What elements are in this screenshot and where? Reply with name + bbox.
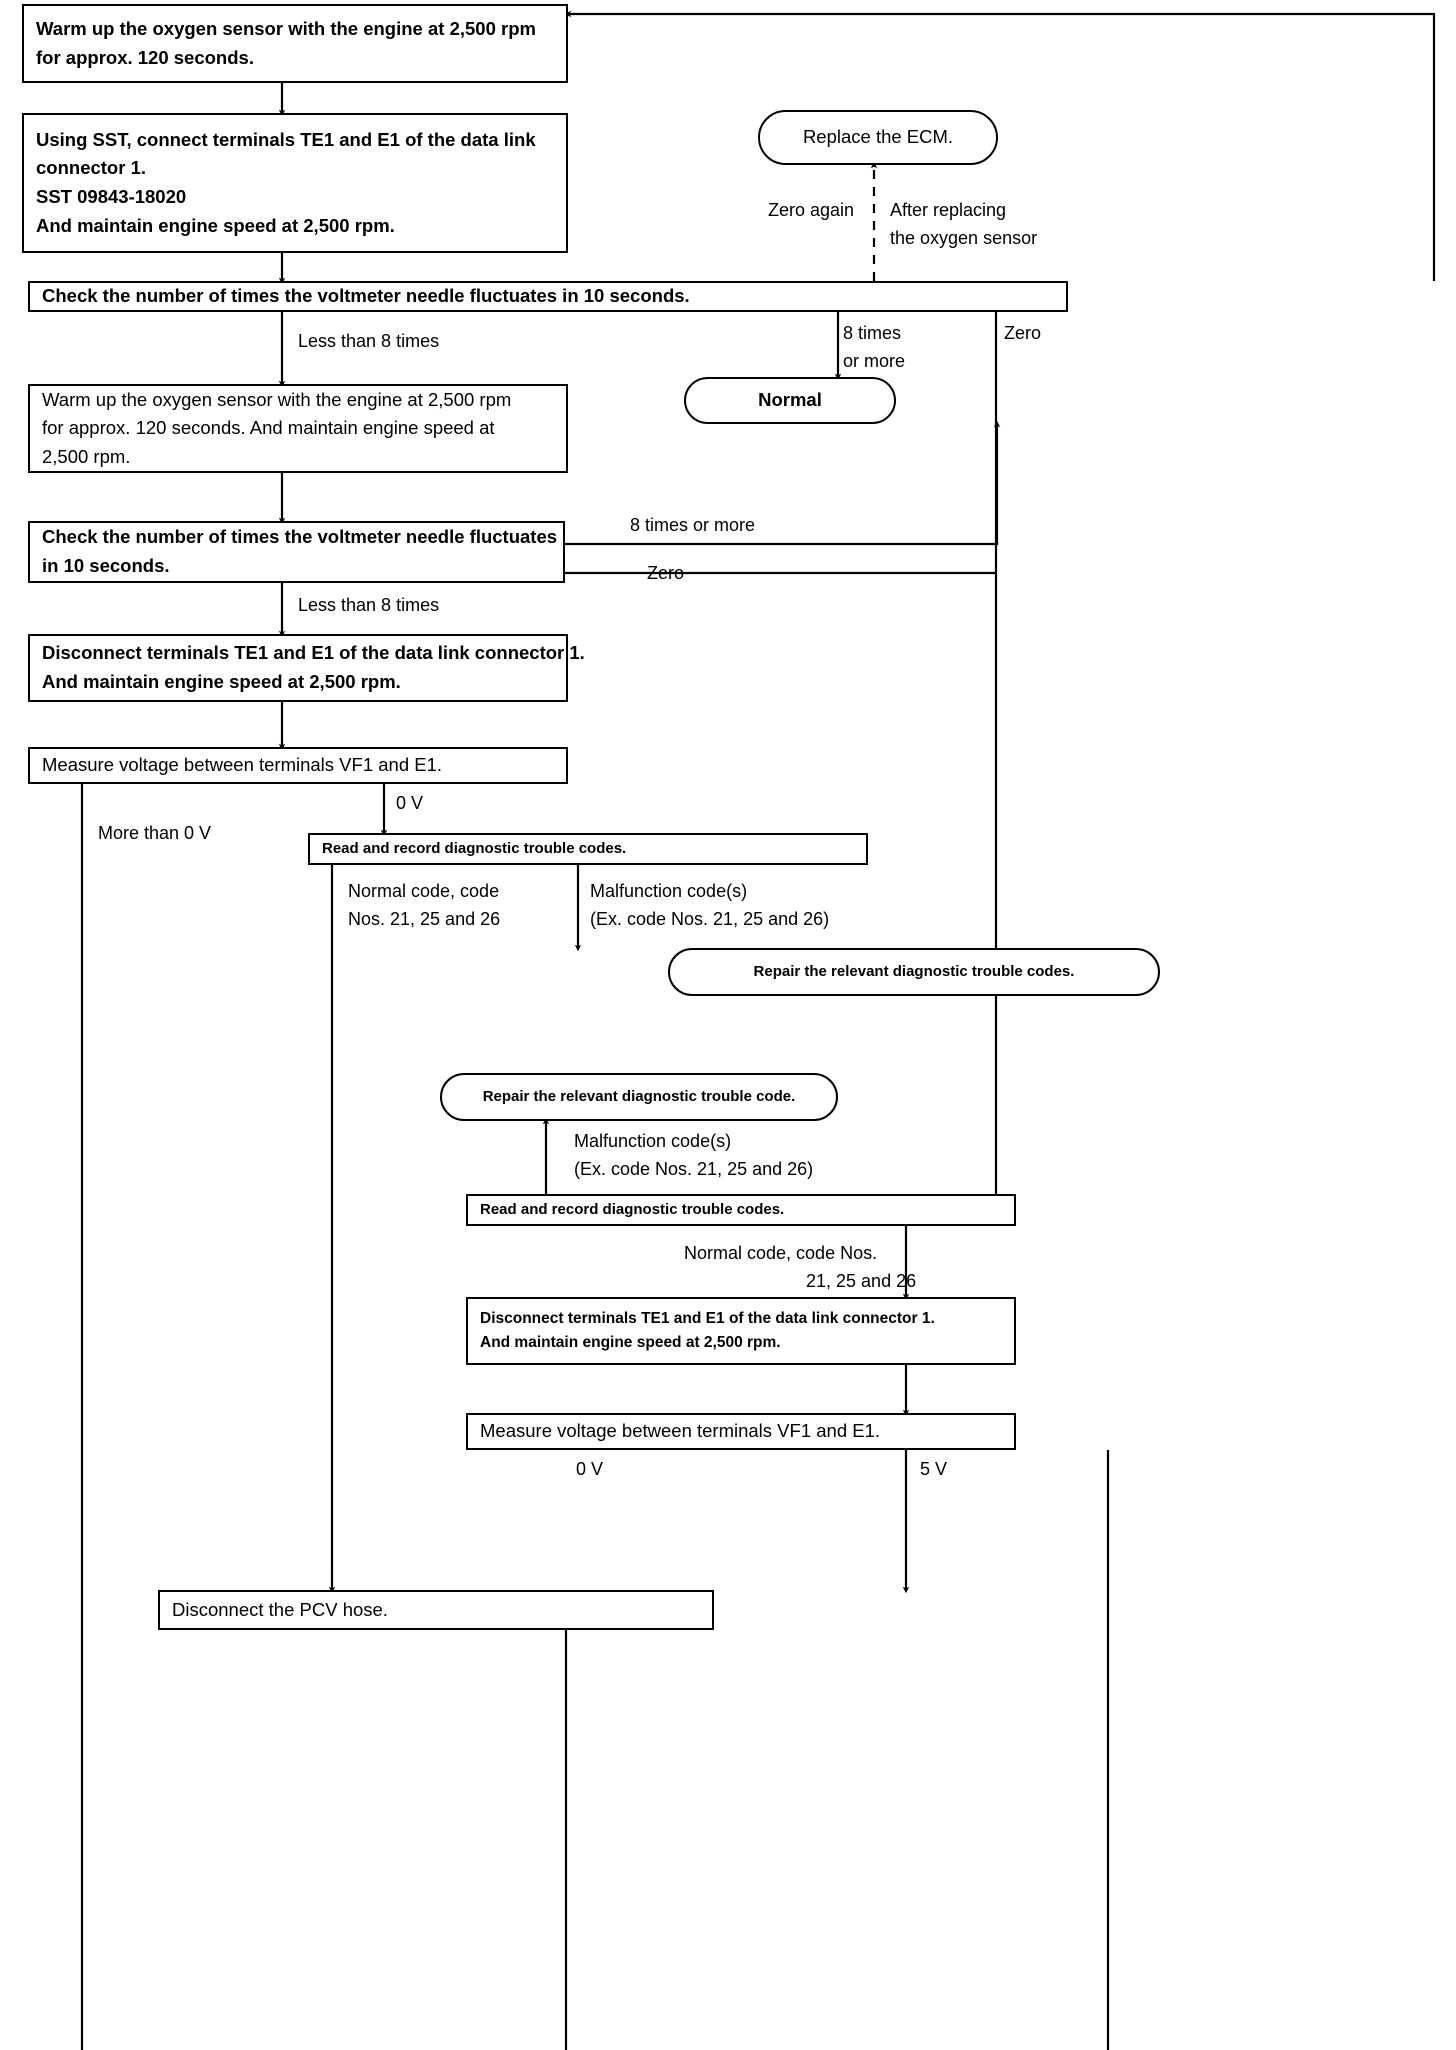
node-line: connector 1. (36, 157, 146, 179)
node-line: Normal (758, 389, 822, 411)
node-line: Disconnect terminals TE1 and E1 of the d… (42, 642, 585, 664)
edge-label-8-times-line1: 8 times (843, 323, 902, 343)
edge-label-0v-b: 0 V (576, 1459, 604, 1479)
node-line: Warm up the oxygen sensor with the engin… (42, 388, 512, 410)
edge-label-zero-again: Zero again (768, 200, 855, 220)
node-line: Measure voltage between terminals VF1 an… (480, 1420, 881, 1442)
node-line: 2,500 rpm. (42, 445, 131, 467)
node-line: Measure voltage between terminals VF1 an… (42, 754, 443, 776)
edge-label-normal-code-line2: Nos. 21, 25 and 26 (348, 909, 501, 929)
node-line: Check the number of times the voltmeter … (42, 285, 690, 307)
node-replace-ecm[interactable]: Replace the ECM. (758, 110, 998, 165)
node-disconnect-pcv-hose[interactable]: Disconnect the PCV hose. (158, 1590, 714, 1630)
node-line: Replace the ECM. (802, 126, 954, 148)
node-line: in 10 seconds. (42, 555, 170, 576)
edge-label-zero-a: Zero (1004, 323, 1042, 343)
edge-label-zero-b: Zero (647, 563, 685, 583)
node-line: Disconnect the PCV hose. (172, 1598, 388, 1620)
node-disconnect-te1-e1-1[interactable]: Disconnect terminals TE1 and E1 of the d… (28, 634, 585, 702)
edge-label-less-than-8-times-b: Less than 8 times (298, 595, 440, 615)
node-check-fluctuations-1[interactable]: Check the number of times the voltmeter … (28, 281, 1068, 312)
node-connect-te1-e1[interactable]: Using SST, connect terminals TE1 and E1 … (22, 113, 568, 253)
node-repair-relevant-codes[interactable]: Repair the relevant diagnostic trouble c… (668, 948, 1160, 996)
edge-label-8-times-or-more-b: 8 times or more (630, 515, 756, 535)
edge-label-malfunction-line2: (Ex. code Nos. 21, 25 and 26) (590, 909, 830, 929)
edge-label-normal-code-b-line1: Normal code, code Nos. (684, 1243, 878, 1263)
edge-label-0v-a: 0 V (396, 793, 424, 813)
node-line: Repair the relevant diagnostic trouble c… (482, 1088, 796, 1106)
edge-label-less-than-8-times-a: Less than 8 times (298, 331, 440, 351)
edge-label-5v: 5 V (920, 1459, 948, 1479)
node-line: for approx. 120 seconds. (36, 46, 254, 68)
node-repair-relevant-code[interactable]: Repair the relevant diagnostic trouble c… (440, 1073, 838, 1121)
node-normal[interactable]: Normal (684, 377, 896, 424)
edge-label-8-times-line2: or more (843, 351, 906, 371)
edge-label-normal-code-line1: Normal code, code (348, 881, 500, 901)
node-disconnect-te1-e1-2[interactable]: Disconnect terminals TE1 and E1 of the d… (466, 1297, 1016, 1365)
node-line: SST 09843-18020 (36, 186, 187, 207)
node-line: Check the number of times the voltmeter … (42, 526, 558, 548)
edge-label-malfunction-line1: Malfunction code(s) (590, 881, 748, 901)
node-line: And maintain engine speed at 2,500 rpm. (42, 671, 401, 692)
node-warm-up-oxygen-sensor-2[interactable]: Warm up the oxygen sensor with the engin… (28, 384, 568, 473)
edge-label-after-replacing-line2: the oxygen sensor (890, 228, 1038, 248)
node-line: Warm up the oxygen sensor with the engin… (36, 17, 536, 39)
node-line: And maintain engine speed at 2,500 rpm. (480, 1334, 781, 1351)
node-line: Disconnect terminals TE1 and E1 of the d… (480, 1309, 935, 1327)
node-line: And maintain engine speed at 2,500 rpm. (36, 214, 395, 236)
node-line: Repair the relevant diagnostic trouble c… (753, 963, 1075, 981)
node-measure-voltage-2[interactable]: Measure voltage between terminals VF1 an… (466, 1413, 1016, 1450)
edge-label-malfunction-b-line1: Malfunction code(s) (574, 1131, 732, 1151)
node-line: for approx. 120 seconds. And maintain en… (42, 417, 495, 439)
node-measure-voltage-1[interactable]: Measure voltage between terminals VF1 an… (28, 747, 568, 784)
edge-label-normal-code-b-line2: 21, 25 and 26 (806, 1271, 917, 1291)
edge-label-more-than-0v: More than 0 V (98, 823, 212, 843)
node-read-record-codes-2[interactable]: Read and record diagnostic trouble codes… (466, 1194, 1016, 1226)
node-line: Read and record diagnostic trouble codes… (480, 1201, 785, 1219)
node-read-record-codes-1[interactable]: Read and record diagnostic trouble codes… (308, 833, 868, 865)
node-line: Using SST, connect terminals TE1 and E1 … (36, 128, 536, 150)
node-line: Read and record diagnostic trouble codes… (322, 840, 627, 858)
node-warm-up-oxygen-sensor-1[interactable]: Warm up the oxygen sensor with the engin… (22, 4, 568, 83)
node-check-fluctuations-2[interactable]: Check the number of times the voltmeter … (28, 521, 565, 583)
edge-label-after-replacing-line1: After replacing (890, 200, 1007, 220)
edge-label-malfunction-b-line2: (Ex. code Nos. 21, 25 and 26) (574, 1159, 814, 1179)
